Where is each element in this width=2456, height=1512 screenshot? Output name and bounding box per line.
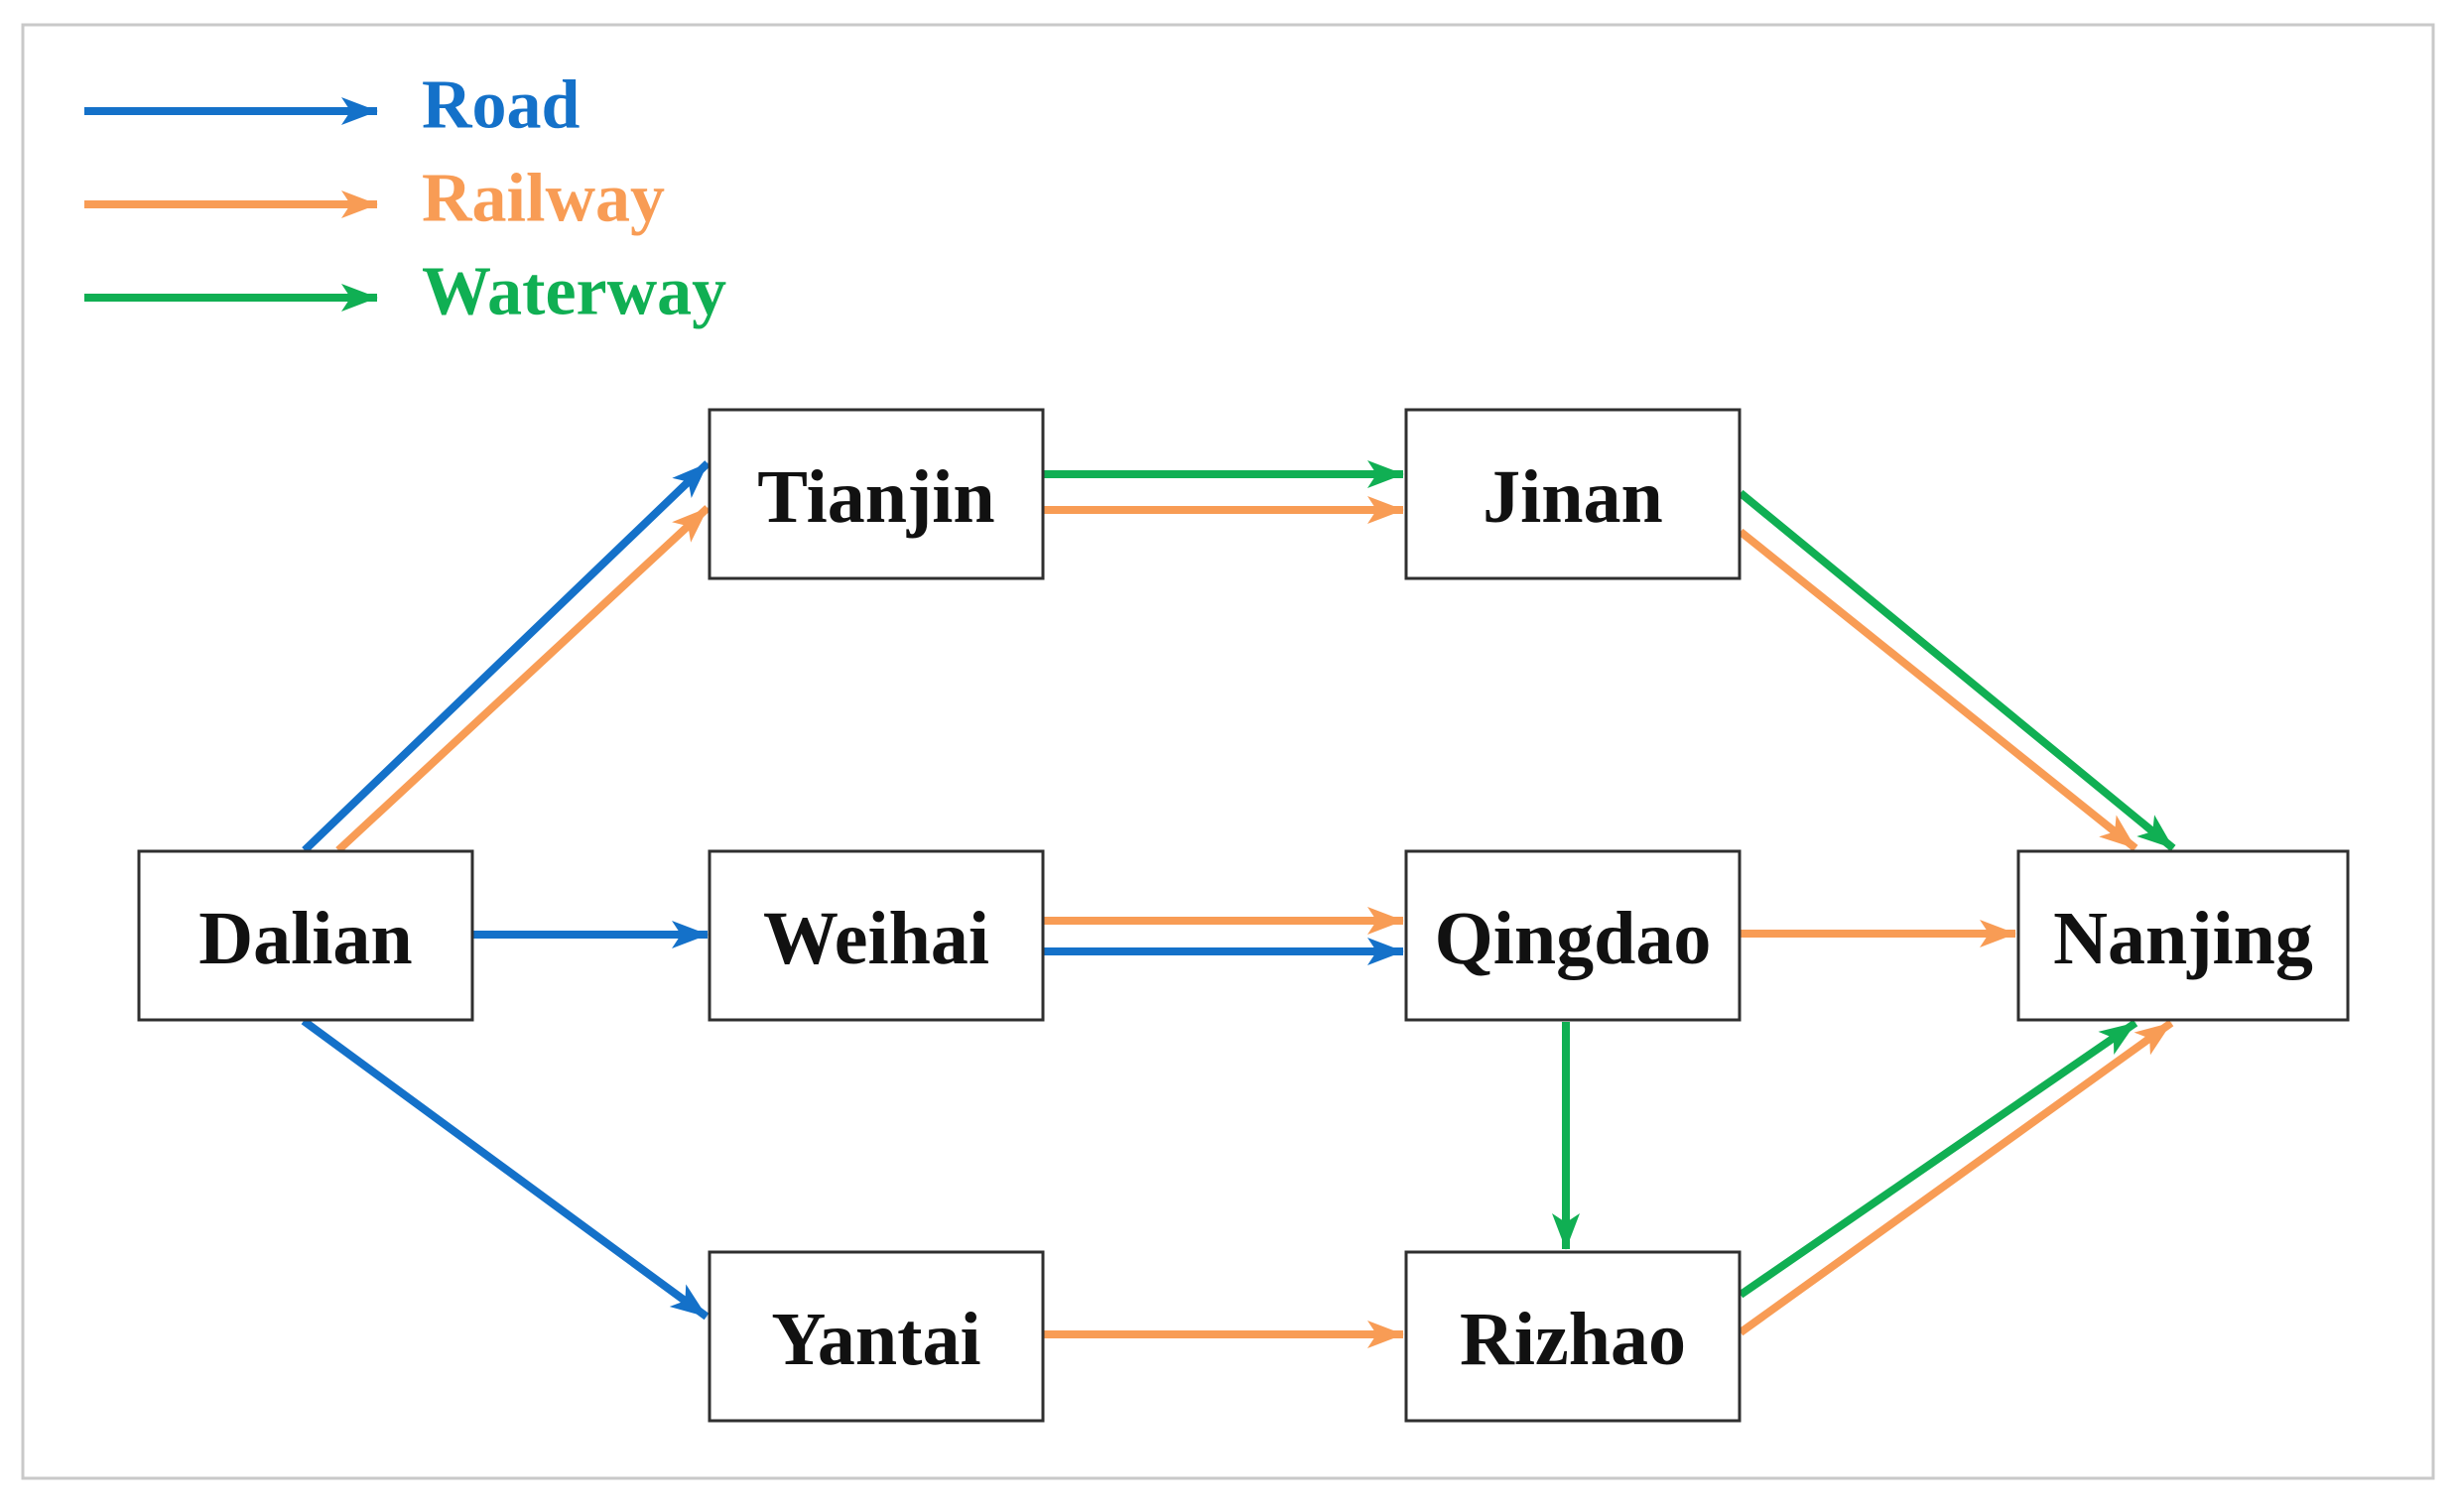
node-box: [708, 849, 1045, 1022]
node-label: Rizhao: [1460, 1298, 1686, 1381]
edges-layer: [301, 460, 2176, 1348]
node-label: Yantai: [771, 1298, 980, 1381]
edge-dalian-tianjin-road: [302, 460, 711, 853]
node-jinan: Jinan: [1404, 408, 1742, 580]
node-box: [708, 1250, 1045, 1423]
edge-jinan-nanjing-waterway: [1738, 489, 2176, 852]
node-label: Nanjing: [2053, 897, 2313, 980]
node-label: Dalian: [198, 897, 412, 980]
legend-label-waterway: Waterway: [422, 254, 726, 330]
node-rizhao: Rizhao: [1404, 1250, 1742, 1423]
node-box: [2016, 849, 2350, 1022]
node-nanjing: Nanjing: [2016, 849, 2350, 1022]
legend-item-railway: Railway: [84, 161, 665, 237]
legend-label-railway: Railway: [422, 161, 665, 237]
legend-label-road: Road: [422, 67, 581, 144]
node-box: [137, 849, 474, 1022]
node-weihai: Weihai: [708, 849, 1045, 1022]
edge-rizhao-nanjing-railway: [1738, 1019, 2174, 1336]
node-box: [1404, 1250, 1742, 1423]
node-qingdao: Qingdao: [1404, 849, 1742, 1022]
legend: Road Railway Waterway: [84, 67, 726, 330]
legend-item-waterway: Waterway: [84, 254, 726, 330]
outer-frame-border: [21, 23, 2435, 1480]
edge-jinan-nanjing-railway: [1738, 528, 2138, 852]
node-tianjin: Tianjin: [708, 408, 1045, 580]
legend-item-road: Road: [84, 67, 581, 144]
edge-dalian-yantai-road: [301, 1017, 710, 1321]
node-box: [1404, 408, 1742, 580]
node-yantai: Yantai: [708, 1250, 1045, 1423]
node-box: [708, 408, 1045, 580]
node-label: Weihai: [763, 897, 989, 980]
node-dalian: Dalian: [137, 849, 474, 1022]
node-box: [1404, 849, 1742, 1022]
node-label: Qingdao: [1435, 897, 1712, 980]
edge-rizhao-nanjing-waterway: [1738, 1019, 2138, 1299]
node-label: Tianjin: [757, 455, 994, 539]
node-label: Jinan: [1483, 455, 1663, 539]
edge-dalian-tianjin-railway: [335, 505, 711, 853]
